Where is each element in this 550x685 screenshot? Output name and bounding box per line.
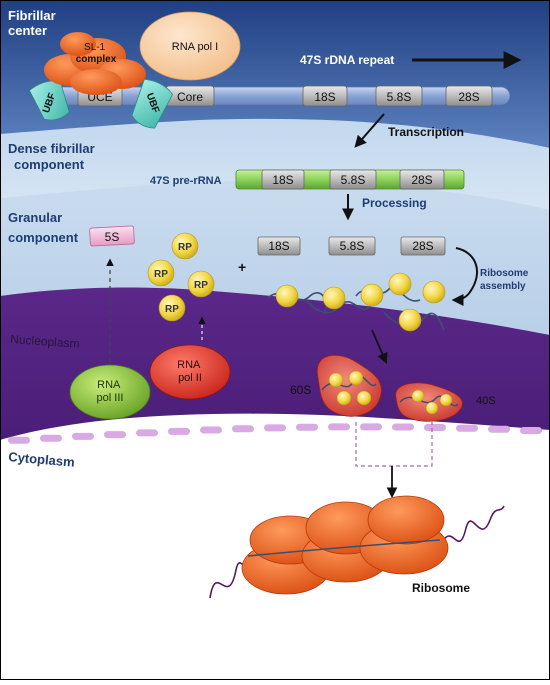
plus-sign: + — [238, 259, 246, 275]
five-s-label: 5S — [105, 230, 120, 244]
processed-5-8s: 5.8S — [328, 236, 376, 256]
svg-text:18S: 18S — [268, 239, 289, 253]
pre-rrna-18s — [261, 169, 305, 190]
five-s-rrna — [89, 225, 135, 247]
nuclear-pore-segment — [456, 424, 478, 432]
pre-rrna-molecule: 18S 5.8S 28S — [235, 169, 465, 190]
pre-rrna-28s — [399, 169, 445, 190]
svg-text:18S: 18S — [272, 173, 293, 187]
large-subunit-60s — [316, 354, 382, 417]
nuclear-pore-segment — [40, 434, 62, 442]
processed-18s: 18S — [257, 236, 301, 256]
nuclear-pore-segment — [424, 424, 446, 432]
rna-pol-i — [139, 11, 241, 81]
assembly-rp-5 — [398, 308, 422, 332]
ribosome-polysome — [241, 495, 449, 595]
svg-text:5.8S: 5.8S — [341, 173, 366, 187]
nuclear-pore-segment — [264, 424, 286, 432]
svg-text:RP: RP — [154, 269, 168, 280]
assembly-intermediates — [267, 272, 446, 332]
mrna-right — [439, 505, 505, 549]
nuclear-pore-segment — [200, 426, 222, 434]
rdna-gene-28s: 28S — [445, 85, 493, 107]
core-label: Core — [177, 90, 203, 104]
assembly-rp-1 — [275, 284, 299, 308]
nuclear-pore-segment — [8, 436, 30, 444]
pre-rrna-label: 47S pre-rRNA — [150, 175, 222, 187]
assembly-arrow — [451, 247, 479, 306]
region-label-nucleoplasm: Nucleoplasm — [10, 332, 80, 351]
rdna-gene-18s: 18S — [302, 85, 348, 107]
region-label-dense-fibrillar: Dense fibrillar component — [8, 141, 98, 172]
rdna-gene-5-8s: 5.8S — [375, 85, 423, 107]
rp-ball-4 — [158, 294, 186, 322]
nuclear-pore-segment — [392, 423, 414, 431]
export-bracket — [355, 422, 433, 467]
region-label-granular: Granular component — [8, 210, 79, 245]
large-subunit-label: 60S — [290, 383, 311, 397]
svg-text:RP: RP — [165, 304, 179, 315]
svg-text:5.8S: 5.8S — [387, 90, 412, 104]
assembly-rp-3 — [360, 283, 384, 307]
ubf-right — [131, 78, 173, 129]
transcription-label: Transcription — [388, 125, 464, 139]
svg-text:28S: 28S — [412, 239, 433, 253]
svg-text:5.8S: 5.8S — [340, 239, 365, 253]
sl1-complex — [44, 32, 146, 95]
assembly-rp-2 — [322, 286, 346, 310]
nuclear-pore-segment — [168, 427, 190, 435]
rna-pol-iii-label: RNA pol III — [97, 379, 124, 404]
assembly-label: Ribosome assembly — [480, 268, 531, 292]
region-label-fibrillar-center: Fibrillar center — [8, 8, 59, 38]
transcription-arrow — [354, 113, 385, 148]
processed-28s: 28S — [400, 236, 446, 256]
nuclear-pore-segment — [520, 427, 542, 435]
rp-ball-3 — [187, 270, 215, 298]
rna-pol-i-label: RNA pol I — [172, 41, 218, 53]
rp-ball-1 — [171, 232, 199, 260]
rp-ball-2 — [147, 259, 175, 287]
pre-rrna-5-8s — [329, 169, 377, 190]
region-label-cytoplasm: Cytoplasm — [8, 449, 76, 470]
nuclear-pore-segment — [360, 423, 382, 431]
nuclear-pore-segment — [296, 423, 318, 431]
rna-pol-iii — [69, 364, 151, 420]
nuclear-pore-segment — [328, 423, 350, 431]
rdna-repeat-label: 47S rDNA repeat — [300, 53, 394, 67]
nuclear-pore-segment — [72, 432, 94, 440]
nuclear-pore-segment — [232, 425, 254, 433]
svg-text:RP: RP — [178, 242, 192, 253]
small-subunit-40s — [395, 382, 463, 422]
svg-text:28S: 28S — [411, 173, 432, 187]
svg-text:28S: 28S — [458, 90, 479, 104]
nuclear-pore-segment — [136, 429, 158, 437]
assembly-rp-6 — [422, 280, 446, 304]
small-subunit-label: 40S — [476, 395, 496, 407]
ribosome-label: Ribosome — [412, 581, 470, 595]
to-subunits-arrow — [371, 329, 388, 364]
rna-pol-ii-label: RNA pol II — [177, 359, 203, 384]
nuclear-pore-segment — [488, 425, 510, 433]
sl1-label: SL-1 complex — [76, 42, 117, 65]
nuclear-envelope — [8, 423, 542, 444]
ubf-left — [28, 80, 70, 121]
ribosomal-proteins: RP RP RP RP — [147, 232, 215, 322]
svg-text:RP: RP — [194, 280, 208, 291]
svg-text:18S: 18S — [314, 90, 335, 104]
assembly-rp-4 — [388, 272, 412, 296]
nuclear-pore-segment — [104, 431, 126, 439]
processing-label: Processing — [362, 196, 427, 210]
rna-pol-ii — [149, 344, 231, 400]
